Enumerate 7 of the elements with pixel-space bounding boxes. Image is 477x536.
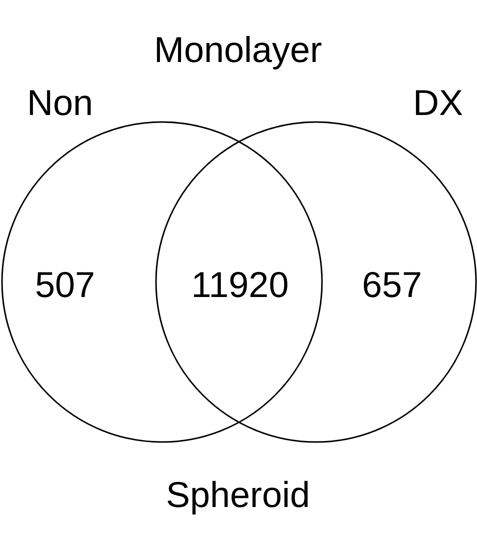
title: Monolayer bbox=[154, 30, 322, 70]
set-label: Non bbox=[26, 83, 94, 123]
caption: Spheroid bbox=[166, 475, 310, 515]
count-label: 507 bbox=[34, 265, 96, 305]
set-label: DX bbox=[413, 83, 463, 123]
count-label: 657 bbox=[362, 265, 422, 305]
overlap-count-label: 11920 bbox=[191, 265, 289, 305]
